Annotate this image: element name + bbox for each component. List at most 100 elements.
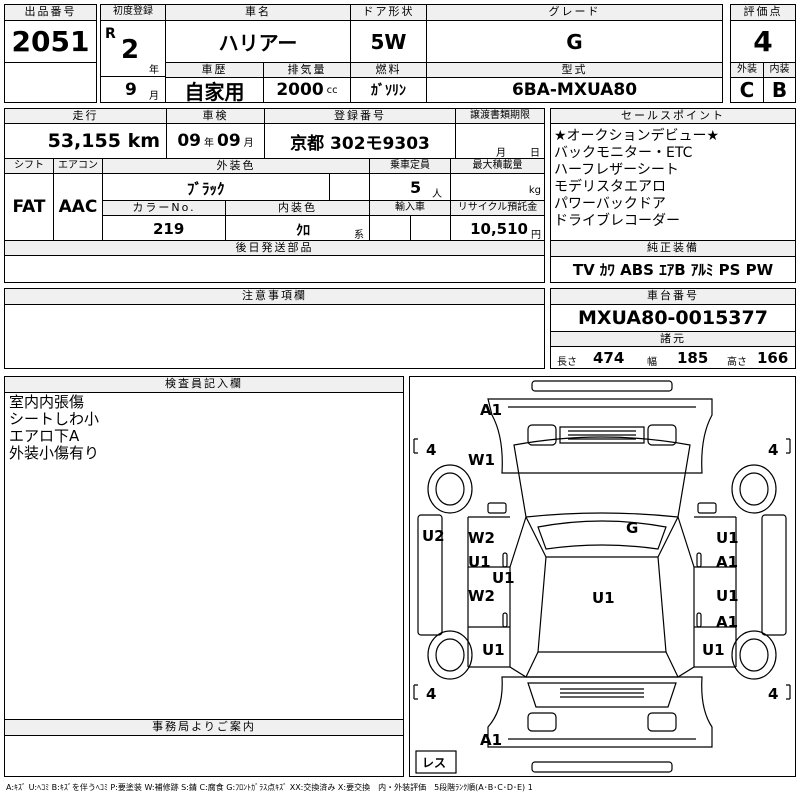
capacity-value: 5 xyxy=(410,178,422,197)
listing-number-header: 出品番号 xyxy=(4,4,97,21)
aircon-header: エアコン xyxy=(53,158,103,174)
sales-point: バックモニター・ETC xyxy=(554,145,693,161)
import-header: 輸入車 xyxy=(369,200,451,216)
sales-point: ★オークションデビュー★ xyxy=(554,128,720,144)
ext-color-header: 外装色 xyxy=(102,158,370,174)
displacement-header: 排気量 xyxy=(263,62,351,78)
aircon-value: AAC xyxy=(53,173,103,241)
width-value: 185 xyxy=(677,349,709,367)
first-registration-header: 初度登録 xyxy=(100,4,166,21)
sales-point: ハーフレザーシート xyxy=(554,162,679,178)
score-header: 評価点 xyxy=(730,4,796,21)
displacement-unit: cc xyxy=(326,84,338,96)
later-parts-header: 後日発送部品 xyxy=(4,240,545,256)
int-color-header: 内装色 xyxy=(225,200,370,216)
mileage-unit: km xyxy=(127,130,160,152)
width-label: 幅 xyxy=(647,357,657,368)
mark-left-front-door-lower: U1 xyxy=(468,553,491,571)
mileage-value: 53,155 xyxy=(47,130,121,152)
max-load-unit: kg xyxy=(528,185,541,196)
registration-month: 9 xyxy=(125,80,137,100)
car-name-header: 車名 xyxy=(165,4,351,21)
door-type: 5W xyxy=(350,20,427,63)
exterior-grade: C xyxy=(730,77,764,103)
fuel-value: ｶﾞｿﾘﾝ xyxy=(350,77,427,103)
chassis-number: MXUA80-0015377 xyxy=(550,304,796,332)
first-registration-year: R 2 年 xyxy=(100,20,166,77)
model-header: 型式 xyxy=(426,62,723,78)
inspection-year: 09 xyxy=(177,131,201,151)
mark-right-front-door: U1 xyxy=(716,529,739,547)
transfer-header: 譲渡書類期限 xyxy=(455,108,545,124)
interior-grade: B xyxy=(763,77,796,103)
capacity-header: 乗車定員 xyxy=(369,158,451,174)
mileage-header: 走行 xyxy=(4,108,167,124)
int-color: ｸﾛ 系 xyxy=(225,215,370,241)
color-no-value: 219 xyxy=(153,220,185,238)
inspection-month: 09 xyxy=(217,131,241,151)
mark-right-rear-door: U1 xyxy=(716,587,739,605)
notes-body xyxy=(4,304,545,369)
model-value: 6BA-MXUA80 xyxy=(426,77,723,103)
mark-roof: U1 xyxy=(592,589,615,607)
capacity: 5 人 xyxy=(369,173,451,201)
month-unit: 月 xyxy=(149,91,159,102)
notes-header: 注意事項欄 xyxy=(4,288,545,305)
sales-point: ドライブレコーダー xyxy=(554,213,680,229)
inspection-year-unit: 年 xyxy=(204,137,214,149)
shift-header: シフト xyxy=(4,158,54,174)
mark-left-rear-door: W2 xyxy=(468,587,495,605)
grade-header: グレード xyxy=(426,4,723,21)
inspector-line: エアロ下A xyxy=(9,427,80,445)
grade-value: G xyxy=(426,20,723,63)
ext-color-blank xyxy=(329,173,370,201)
listing-number-blank xyxy=(4,62,97,103)
mark-hood: W1 xyxy=(468,451,495,469)
recycle-header: リサイクル預託金 xyxy=(450,200,545,216)
int-color-value: ｸﾛ xyxy=(296,223,310,239)
displacement-value: 2000 xyxy=(276,80,324,100)
registration-header: 登録番号 xyxy=(264,108,456,124)
era-letter: R xyxy=(105,26,116,42)
sales-point: パワーバックドア xyxy=(554,196,666,212)
history-value: 自家用 xyxy=(165,77,264,103)
inspection-month-unit: 月 xyxy=(243,137,254,149)
mark-rear-bumper: A1 xyxy=(480,731,502,749)
registration-number: 京都 302モ9303 xyxy=(264,123,456,159)
displacement: 2000 cc xyxy=(263,77,351,103)
equipment-value: TV ｶﾜ ABS ｴｱB ｱﾙﾐ PS PW xyxy=(550,256,796,283)
inspection-date: 09 年 09 月 xyxy=(166,123,265,159)
mark-windshield: G xyxy=(626,519,638,537)
mark-right-rear-quarter: U1 xyxy=(702,641,725,659)
height-value: 166 xyxy=(757,349,789,367)
length-value: 474 xyxy=(593,349,625,367)
inspector-line: 室内内張傷 xyxy=(9,393,85,411)
fuel-header: 燃料 xyxy=(350,62,427,78)
color-no-header: カラーNo. xyxy=(102,200,226,216)
car-name: ハリアー xyxy=(165,20,351,63)
tire-count-rear-left: 4 xyxy=(426,685,436,703)
exterior-grade-header: 外装 xyxy=(730,62,764,78)
sales-points-header: セールスポイント xyxy=(550,108,796,124)
mark-right-front-door-lower: A1 xyxy=(716,553,738,571)
inspector-header: 検査員記入欄 xyxy=(4,376,404,393)
max-load: kg xyxy=(450,173,545,201)
later-parts-body xyxy=(4,255,545,283)
registration-year: 2 xyxy=(121,35,140,65)
listing-number: 2051 xyxy=(4,20,97,63)
inspector-line: 外装小傷有り xyxy=(9,444,100,462)
length-label: 長さ xyxy=(557,357,577,368)
damage-legend: A:ｷｽﾞ U:ﾍｺﾐ B:ｷｽﾞを伴うﾍｺﾐ P:要塗装 W:補修跡 S:錆 … xyxy=(6,783,533,792)
mark-front-bumper: A1 xyxy=(480,401,502,419)
mark-left-rear-quarter: U1 xyxy=(482,641,505,659)
shift-value: FAT xyxy=(4,173,54,241)
transfer-month-unit: 月 xyxy=(496,148,506,159)
ext-color-value: ﾌﾞﾗｯｸ xyxy=(187,180,225,198)
tire-count-rear-right: 4 xyxy=(768,685,778,703)
sales-point: モデリスタエアロ xyxy=(554,179,666,195)
spare-tire-status: レス xyxy=(422,756,446,770)
inspection-header: 車検 xyxy=(166,108,265,124)
inspector-body: 室内内張傷 シートしわ小 エアロ下A 外装小傷有り xyxy=(4,392,404,720)
import-cell-a xyxy=(369,215,411,241)
interior-grade-header: 内装 xyxy=(763,62,796,78)
